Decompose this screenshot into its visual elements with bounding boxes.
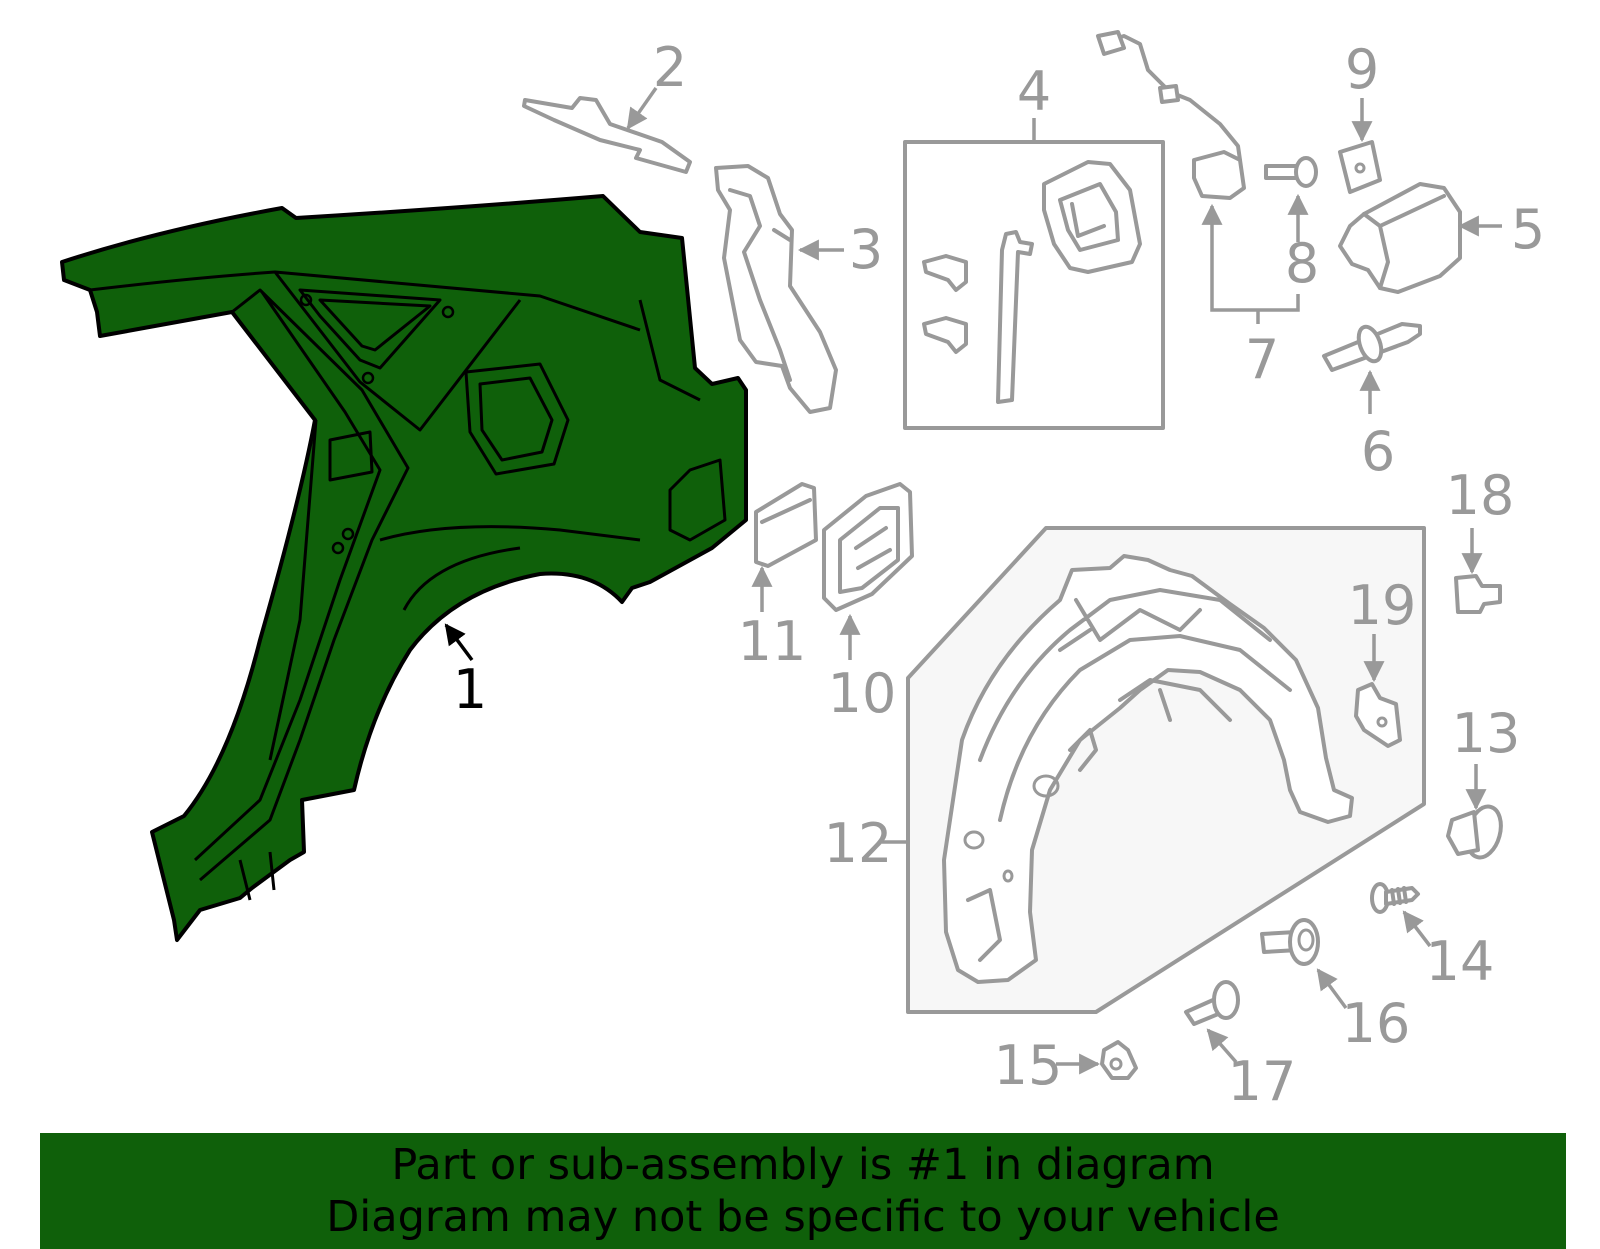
screw-14-part[interactable] [1370, 882, 1420, 914]
leader-7 [1201, 203, 1258, 312]
bolt-8-part[interactable] [1264, 156, 1318, 188]
grommet-13-part[interactable] [1446, 803, 1506, 862]
callout-10[interactable]: 10 [828, 662, 897, 725]
retainer-18-part[interactable] [1454, 574, 1502, 614]
info-banner: Part or sub-assembly is #1 in diagram Di… [40, 1133, 1566, 1249]
clip-9-part[interactable] [1338, 140, 1382, 194]
leader-17 [1206, 1028, 1238, 1064]
fuel-housing-kit-part[interactable] [903, 140, 1165, 430]
bolt-16-part[interactable] [1260, 918, 1320, 966]
callout-3[interactable]: 3 [849, 218, 883, 281]
leader-7b [1258, 294, 1300, 312]
actuator-part[interactable] [1096, 30, 1246, 200]
callout-2[interactable]: 2 [653, 36, 687, 99]
leader-14 [1402, 910, 1432, 948]
fuel-cover-5-part[interactable] [1338, 182, 1462, 294]
callout-1[interactable]: 1 [453, 658, 487, 721]
extension-bracket-part[interactable] [714, 164, 838, 414]
callout-5[interactable]: 5 [1511, 198, 1545, 261]
quarter-panel-part[interactable] [60, 194, 748, 942]
callout-13[interactable]: 13 [1452, 702, 1521, 765]
callout-19[interactable]: 19 [1348, 574, 1417, 637]
seal-10-part[interactable] [822, 482, 914, 612]
leader-2 [626, 86, 658, 130]
wheelhouse-liner-part[interactable] [906, 526, 1426, 1014]
callout-7[interactable]: 7 [1245, 328, 1279, 391]
callout-12[interactable]: 12 [824, 812, 893, 875]
leader-16 [1316, 968, 1348, 1010]
callout-17[interactable]: 17 [1228, 1050, 1297, 1113]
clip-15-part[interactable] [1100, 1040, 1138, 1080]
callout-18[interactable]: 18 [1446, 464, 1515, 527]
callout-15[interactable]: 15 [994, 1034, 1063, 1097]
bolt-17-part[interactable] [1184, 980, 1240, 1026]
leader-1 [444, 623, 474, 662]
bracket-11-part[interactable] [754, 482, 818, 568]
banner-line-2: Diagram may not be specific to your vehi… [326, 1192, 1280, 1242]
callout-11[interactable]: 11 [738, 610, 807, 673]
callout-9[interactable]: 9 [1345, 38, 1379, 101]
upper-rail-part[interactable] [522, 96, 692, 174]
callout-16[interactable]: 16 [1342, 992, 1411, 1055]
rivet-6-part[interactable] [1322, 322, 1422, 372]
banner-line-1: Part or sub-assembly is #1 in diagram [391, 1140, 1215, 1190]
callout-14[interactable]: 14 [1426, 930, 1495, 993]
callout-8[interactable]: 8 [1285, 232, 1319, 295]
callout-6[interactable]: 6 [1361, 420, 1395, 483]
callout-4[interactable]: 4 [1017, 60, 1051, 123]
clip-19-part[interactable] [1354, 682, 1402, 748]
